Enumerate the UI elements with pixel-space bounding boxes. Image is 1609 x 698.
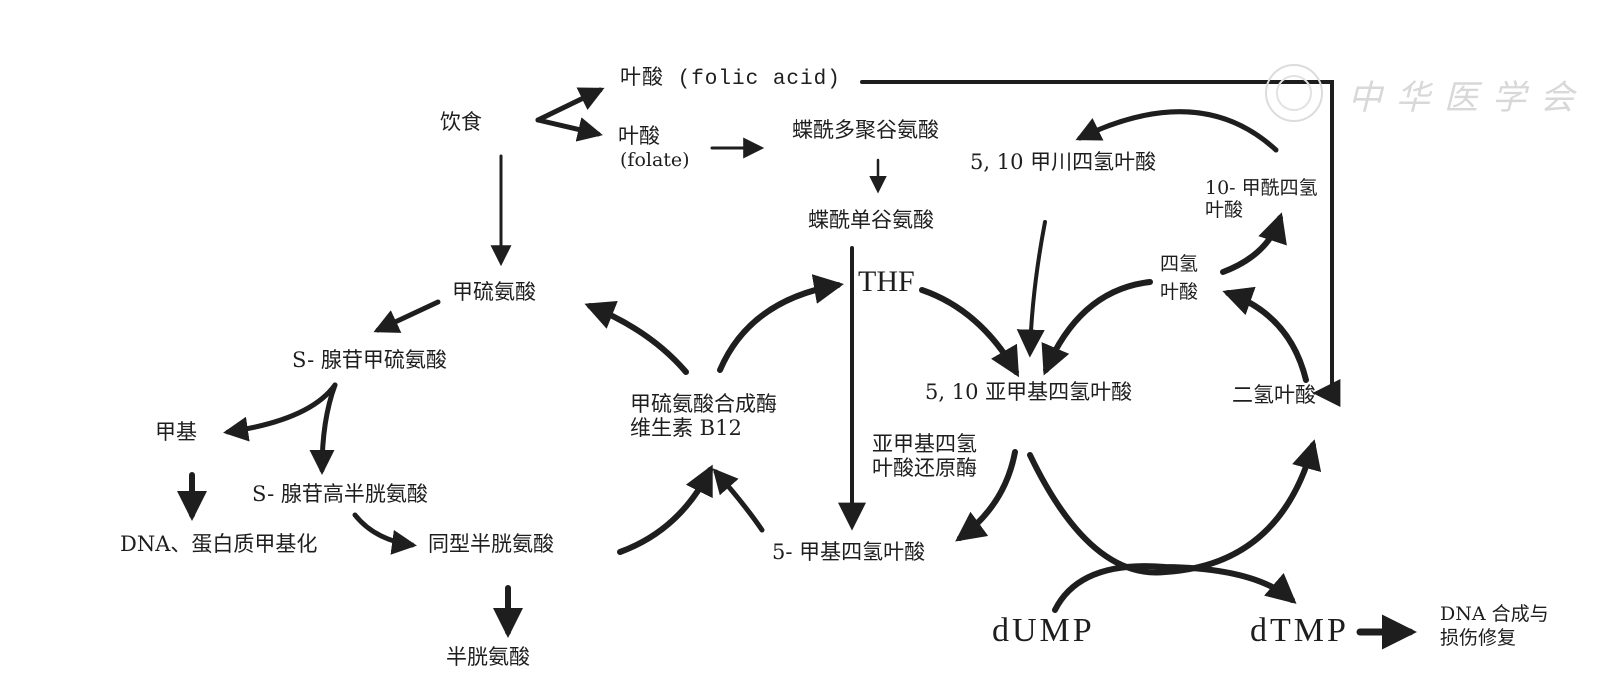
arrow-thf-to-formyl-thf	[1220, 212, 1287, 275]
node-diet: 饮食	[440, 110, 482, 134]
node-methyl: 甲基	[155, 420, 197, 444]
node-dtmp: dTMP	[1250, 612, 1349, 649]
watermark-seal-icon	[1265, 64, 1323, 122]
arrow-thf-to-methylene-thf	[919, 287, 1020, 378]
line-folic-acid-to-dhf	[860, 80, 1341, 407]
node-folate-line1: 叶酸	[618, 124, 660, 148]
node-dump: dUMP	[992, 612, 1095, 649]
arrow-synthase-to-thf	[717, 274, 844, 373]
arrow-synthase-to-methionine	[584, 300, 689, 375]
arrow-sah-to-homocysteine	[352, 512, 417, 555]
node-formyl-thf-line2: 叶酸	[1205, 199, 1244, 221]
node-mthfr-line1: 亚甲基四氢	[872, 432, 977, 456]
arrow-methyl-thf-to-synthase	[712, 468, 765, 533]
node-methylation: DNA、蛋白质甲基化	[120, 532, 318, 556]
node-methionine-synthase-line2: 维生素 B12	[630, 416, 742, 440]
arrow-sam-to-methyl	[223, 382, 338, 442]
node-methionine-synthase-line1: 甲硫氨酸合成酶	[630, 392, 777, 416]
node-mthfr-line2: 叶酸还原酶	[872, 456, 977, 480]
node-pteroylpolyglutamate: 蝶酰多聚谷氨酸	[792, 118, 939, 142]
watermark-text: 中华医学会	[1348, 78, 1588, 118]
arrow-dump-to-dtmp	[1052, 563, 1297, 613]
arrow-dhf-to-thf	[1222, 286, 1309, 383]
arrow-methenyl-to-methylene	[1016, 220, 1047, 358]
arrow-homocysteine-to-synthase	[617, 464, 713, 555]
node-dna-synthesis-line2: 损伤修复	[1440, 627, 1517, 649]
arrow-formyl-to-methenyl	[1075, 109, 1279, 153]
node-formyl-thf-line1: 10- 甲酰四氢	[1205, 177, 1318, 199]
node-methenyl-thf: 5, 10 甲川四氢叶酸	[970, 150, 1157, 174]
node-thf-cn-line2: 叶酸	[1160, 281, 1199, 303]
node-dna-synthesis-line1: DNA 合成与	[1440, 603, 1549, 625]
node-methylene-thf: 5, 10 亚甲基四氢叶酸	[925, 380, 1133, 404]
node-folic-acid: 叶酸 (folic acid)	[620, 68, 841, 91]
node-folate-line2: (folate)	[620, 149, 690, 171]
arrow-sam-to-sah	[309, 382, 338, 475]
arrow-thf-cn-to-methylene	[1041, 279, 1153, 376]
node-thf: THF	[858, 265, 915, 298]
node-dhf: 二氢叶酸	[1232, 383, 1316, 407]
arrow-mthfr-to-methyl-thf	[955, 449, 1018, 542]
arrow-methionine-to-sam	[373, 299, 441, 333]
node-cysteine: 半胱氨酸	[446, 645, 530, 669]
node-sah: S- 腺苷高半胱氨酸	[252, 482, 428, 506]
node-thf-cn-line1: 四氢	[1160, 253, 1199, 275]
arc-methylene-to-dhf	[1027, 439, 1322, 576]
arrow-diet-to-folic-acid	[535, 87, 605, 123]
node-methionine: 甲硫氨酸	[452, 280, 536, 304]
node-homocysteine: 同型半胱氨酸	[428, 532, 554, 556]
node-pteroylmonoglutamate: 蝶酰单谷氨酸	[808, 208, 934, 232]
node-sam: S- 腺苷甲硫氨酸	[292, 348, 447, 372]
node-methyl-thf: 5- 甲基四氢叶酸	[772, 540, 926, 564]
arrow-diet-to-folate	[535, 117, 603, 142]
